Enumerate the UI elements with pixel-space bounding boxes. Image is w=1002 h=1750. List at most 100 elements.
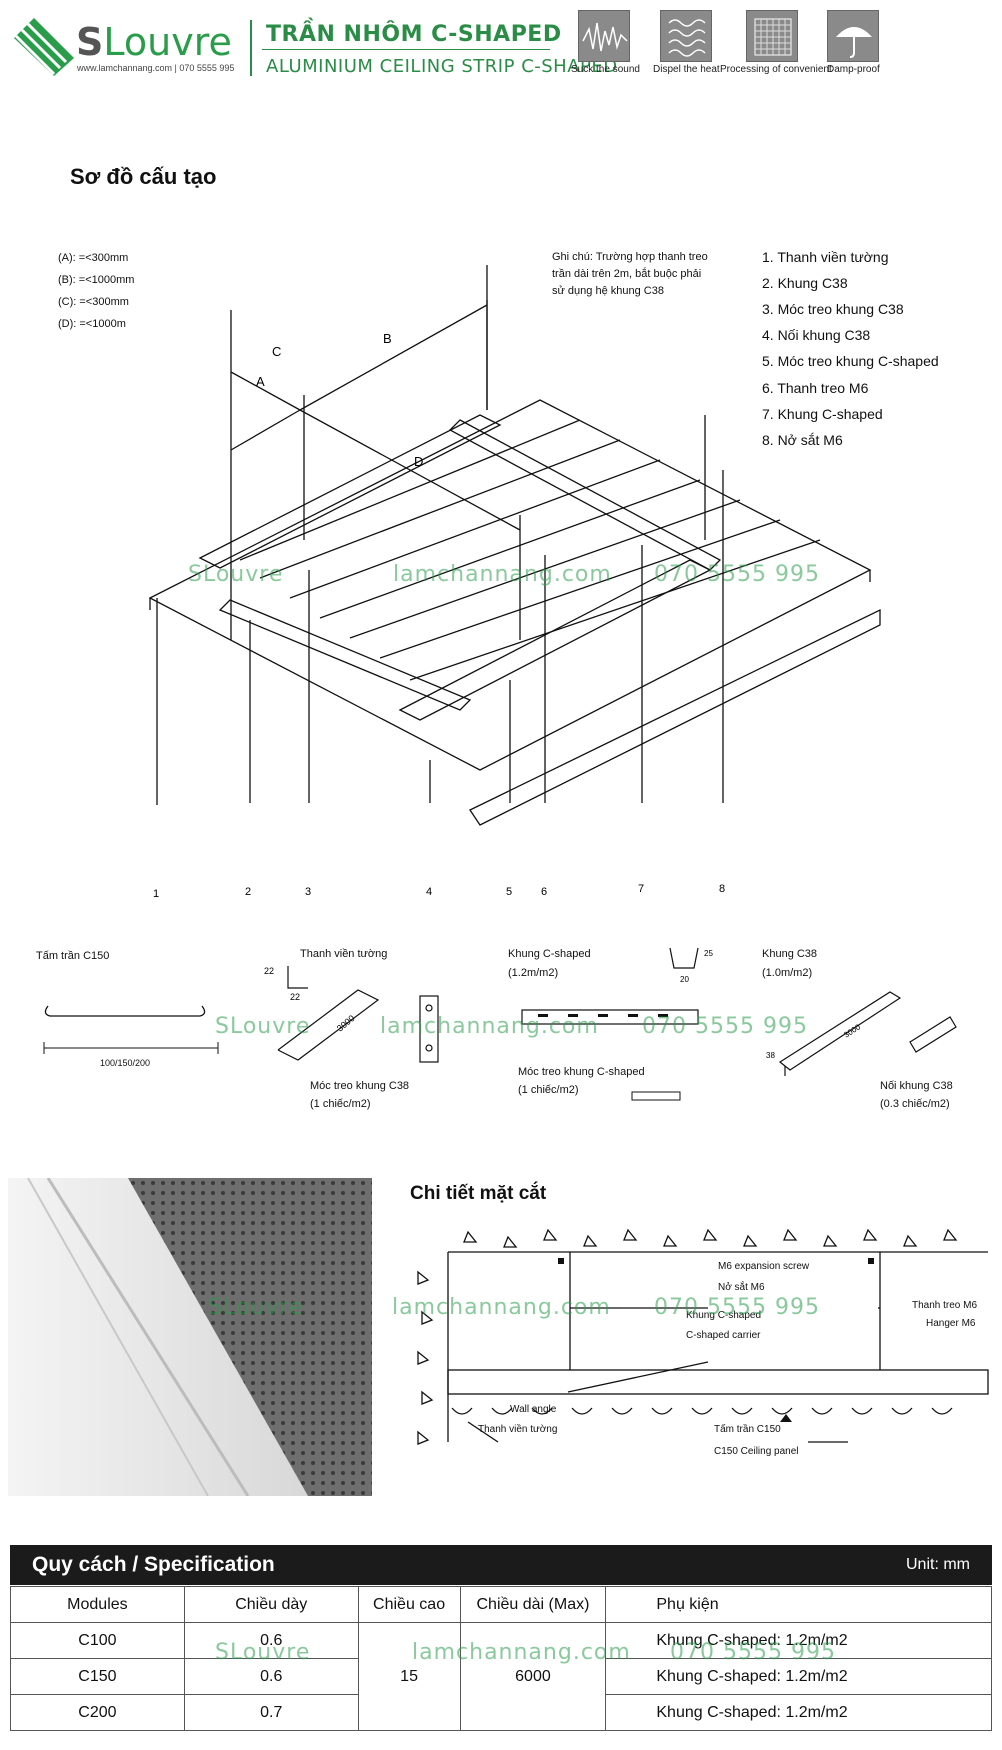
- cell-thickness: 0.7: [183, 1694, 359, 1731]
- feature-label: Processing of convenient: [720, 64, 832, 75]
- note-line-2: trần dài trên 2m, bắt buộc phải: [552, 268, 702, 280]
- c38-qty: (1.0m/m2): [762, 967, 813, 979]
- title-underline: [262, 49, 550, 50]
- carrier-dim-h: 25: [704, 949, 713, 958]
- col-header: Chiều dài (Max): [459, 1586, 607, 1623]
- c38-hanger-label: Móc treo khung C38: [310, 1080, 410, 1092]
- watermark-phone: 070 5555 995: [670, 1640, 836, 1665]
- structure-title: Sơ đồ cấu tạo: [70, 164, 217, 189]
- legend-item: 8. Nở sắt M6: [762, 432, 843, 448]
- legend-item: 6. Thanh treo M6: [762, 380, 869, 396]
- carrier-hanger-qty: (1 chiếc/m2): [518, 1084, 579, 1096]
- wall-angle-drawing: 22 22 3000: [264, 966, 380, 1061]
- c38-label: Khung C38: [762, 948, 818, 960]
- cell-accessory: Khung C-shaped: 1.2m/m2: [605, 1622, 992, 1659]
- legend-item: 7. Khung C-shaped: [762, 406, 883, 422]
- dim-b: (B): =<1000mm: [58, 274, 135, 286]
- legend-item: 1. Thanh viền tường: [762, 249, 889, 265]
- callout-number: 6: [541, 886, 547, 898]
- m6-vn-label: Nở sắt M6: [718, 1282, 765, 1293]
- logo-mark-icon: [14, 18, 74, 76]
- note-line-3: sử dụng hệ khung C38: [552, 285, 664, 297]
- title-en: ALUMINIUM CEILING STRIP C-SHAPED: [266, 56, 618, 77]
- watermark-phone: 070 5555 995: [642, 1014, 808, 1039]
- brand-logo-text: Louvre: [103, 20, 232, 64]
- watermark-site: lamchannang.com: [412, 1640, 631, 1665]
- feature-label: Dispel the heat: [653, 64, 720, 75]
- heat-icon: [660, 10, 712, 62]
- spec-table: Modules Chiều dày Chiều cao Chiều dài (M…: [10, 1586, 992, 1731]
- watermark-site: lamchannang.com: [393, 562, 612, 587]
- carrier-qty: (1.2m/m2): [508, 967, 559, 979]
- c38-dim: 38: [766, 1051, 775, 1060]
- callout-number: 7: [638, 883, 644, 895]
- panel-en-label: C150 Ceiling panel: [714, 1446, 799, 1457]
- watermark-brand: SLouvre: [215, 1640, 311, 1665]
- wall-dim-a: 22: [264, 966, 274, 976]
- c38-drawing: 38 3000: [766, 991, 957, 1076]
- callout-number: 3: [305, 886, 311, 898]
- product-photo: [8, 1178, 372, 1496]
- dim-a: (A): =<300mm: [58, 252, 129, 264]
- note-line-1: Ghi chú: Trường hợp thanh treo: [552, 251, 708, 263]
- sound-wave-icon: [578, 10, 630, 62]
- wall-len: 3000: [335, 1013, 357, 1034]
- col-header: Modules: [10, 1586, 185, 1623]
- wall-angle-label: Thanh viền tường: [300, 948, 388, 960]
- watermark-brand: SLouvre: [215, 1014, 311, 1039]
- wall-dim-b: 22: [290, 992, 300, 1002]
- brand-logo-s: S: [76, 20, 104, 64]
- carrier-drawing: [521, 1009, 699, 1025]
- website-phone: www.lamchannang.com | 070 5555 995: [77, 63, 235, 73]
- carrier-en-label: C-shaped carrier: [686, 1330, 761, 1341]
- dim-letter-b: B: [383, 331, 392, 346]
- m6-screw-label: M6 expansion screw: [718, 1261, 810, 1272]
- c38-hanger-qty: (1 chiếc/m2): [310, 1098, 371, 1110]
- cell-module: C150: [10, 1658, 185, 1695]
- carrier-hanger-drawing: [631, 1091, 681, 1101]
- dim-letter-c: C: [272, 344, 281, 359]
- watermark-brand: SLouvre: [208, 1295, 304, 1320]
- panel-label: Tấm trần C150: [36, 950, 110, 962]
- carrier-dim-w: 20: [680, 975, 689, 984]
- carrier-hanger-label: Móc treo khung C-shaped: [518, 1066, 645, 1078]
- cell-module: C100: [10, 1622, 185, 1659]
- joint-qty: (0.3 chiếc/m2): [880, 1098, 950, 1110]
- table-row: C200 0.7 Khung C-shaped: 1.2m/m2: [10, 1694, 992, 1731]
- callout-number: 4: [426, 886, 432, 898]
- dim-letter-d: D: [414, 454, 423, 469]
- col-header: Chiều dày: [183, 1586, 359, 1623]
- watermark-brand: SLouvre: [188, 562, 284, 587]
- cell-accessory: Khung C-shaped: 1.2m/m2: [605, 1694, 992, 1731]
- feature-label: Suck the sound: [571, 64, 640, 75]
- carrier-vn-label: Khung C-shaped: [686, 1310, 762, 1321]
- joint-label: Nối khung C38: [880, 1080, 953, 1092]
- watermark-phone: 070 5555 995: [654, 562, 820, 587]
- panel-profile: [43, 1005, 219, 1054]
- col-header: Chiều cao: [357, 1586, 461, 1623]
- legend-item: 5. Móc treo khung C-shaped: [762, 353, 939, 369]
- wall-en-label: Wall angle: [510, 1404, 557, 1415]
- callout-number: 1: [153, 888, 159, 900]
- grid-icon: [746, 10, 798, 62]
- panel-width: 100/150/200: [100, 1058, 151, 1068]
- dim-letter-a: A: [256, 374, 265, 389]
- callout-number: 5: [506, 886, 512, 898]
- watermark-site: lamchannang.com: [380, 1014, 599, 1039]
- carrier-profile: 25 20: [669, 947, 713, 984]
- spec-header-bar: Quy cách / Specification Unit: mm: [10, 1545, 992, 1585]
- cell-length: 6000: [459, 1622, 607, 1731]
- watermark-site: lamchannang.com: [392, 1295, 611, 1320]
- spec-title: Quy cách / Specification: [32, 1553, 275, 1576]
- hanger-en-label: Hanger M6: [926, 1318, 976, 1329]
- table-row: C100 0.6 15 6000 Khung C-shaped: 1.2m/m2: [10, 1622, 992, 1731]
- legend-item: 2. Khung C38: [762, 275, 848, 291]
- hanger-vn-label: Thanh treo M6: [912, 1300, 978, 1311]
- col-header: Phụ kiện: [605, 1586, 992, 1623]
- callout-number: 2: [245, 886, 251, 898]
- structure-diagram: A B C D 1 2 3 4 5 6 7 8: [148, 265, 881, 900]
- c38-hanger-drawing: [419, 995, 439, 1063]
- legend-item: 4. Nối khung C38: [762, 327, 871, 343]
- section-title: Chi tiết mặt cắt: [410, 1183, 547, 1204]
- cell-height: 15: [357, 1622, 461, 1731]
